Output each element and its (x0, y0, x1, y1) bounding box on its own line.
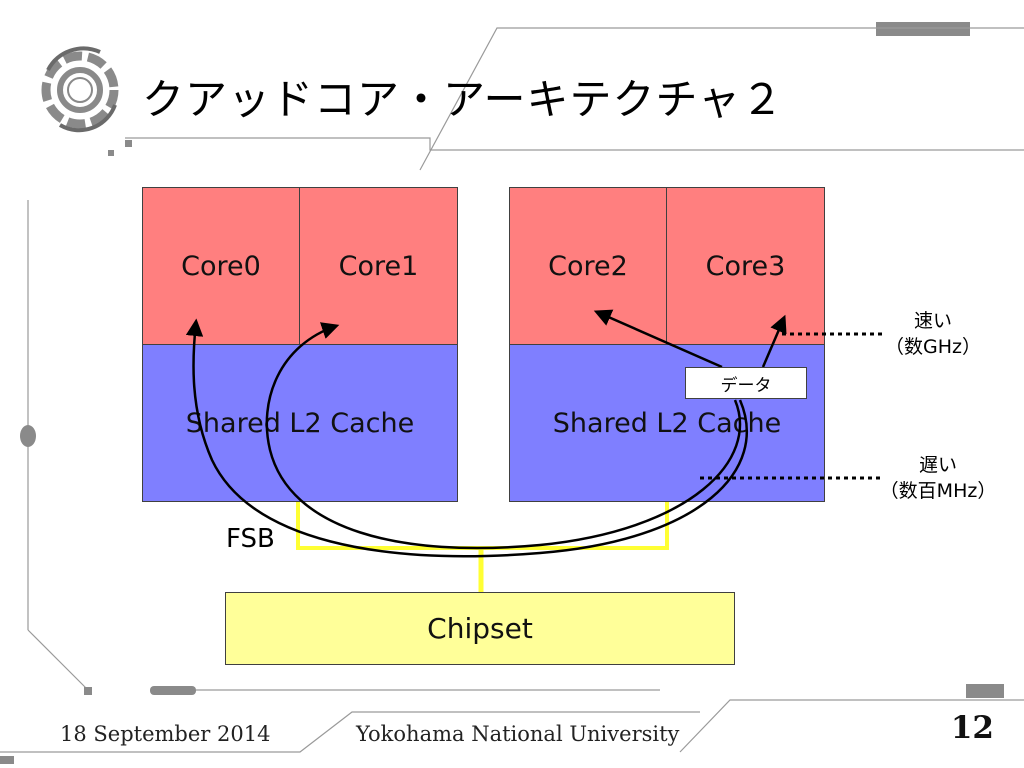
fsb-label: FSB (226, 524, 275, 554)
core2-label: Core2 (548, 250, 628, 282)
footer-line-left (0, 711, 700, 753)
left-dot (20, 425, 36, 447)
gear-logo-icon (41, 46, 119, 133)
footer-date: 18 September 2014 (60, 722, 271, 746)
core0-box: Core0 (142, 187, 300, 345)
slow-label: 遅い (918, 454, 957, 476)
bottom-right-accent (966, 684, 1004, 698)
core1-box: Core1 (299, 187, 458, 345)
l2-cache-right-label: Shared L2 Cache (552, 407, 782, 439)
slide-title: クアッドコア・アーキテクチャ２ (142, 75, 785, 124)
fast-detail: （数GHz） (885, 336, 981, 358)
core1-label: Core1 (338, 250, 419, 282)
data-label: データ (720, 375, 772, 396)
top-accent-bar (876, 22, 970, 36)
core3-box: Core3 (666, 187, 825, 345)
l2-cache-left-label: Shared L2 Cache (185, 407, 415, 439)
title-underline-marker-small (108, 150, 114, 156)
left-corner-marker (84, 687, 92, 695)
bottom-left-accent (0, 756, 14, 764)
title-underline-marker (125, 140, 132, 147)
core3-label: Core3 (705, 250, 786, 282)
l2-cache-left: Shared L2 Cache (142, 344, 458, 502)
bottom-accent-bar (150, 686, 196, 695)
footer-institution: Yokohama National University (356, 722, 680, 746)
title-diagonal-line (419, 27, 1024, 171)
core2-box: Core2 (509, 187, 667, 345)
title-underline (125, 137, 1024, 151)
footer-line-right (679, 699, 1024, 753)
fast-annotation: 速い （数GHz） (868, 308, 998, 360)
data-label-box: データ (685, 367, 807, 399)
left-diagonal-line (27, 629, 89, 691)
page-number: 12 (950, 710, 994, 746)
core0-label: Core0 (181, 250, 261, 282)
slow-detail: （数百MHz） (879, 480, 997, 502)
fsb-line (296, 500, 669, 550)
chipset-box: Chipset (225, 592, 735, 665)
chipset-label: Chipset (427, 612, 533, 645)
fast-label: 速い (913, 310, 952, 332)
slow-annotation: 遅い （数百MHz） (868, 452, 1008, 504)
